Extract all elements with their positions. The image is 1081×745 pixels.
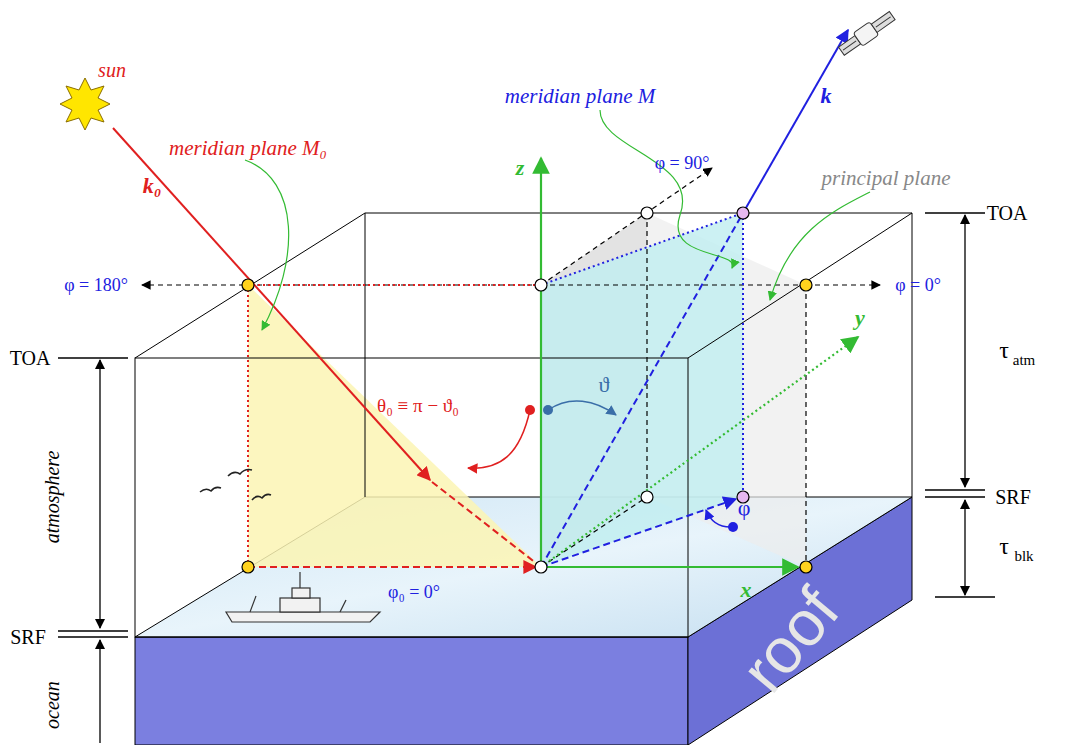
level-label: TOA: [10, 348, 51, 368]
axis-label: z: [516, 157, 525, 179]
vector-name: k₀: [143, 175, 162, 197]
plane-label: meridian plane M: [505, 86, 655, 107]
axis-label: y: [855, 307, 865, 329]
angle-label: ϑ: [599, 374, 610, 396]
depth-subscript: atm: [1013, 353, 1036, 368]
depth-symbol: τ: [999, 338, 1009, 362]
depth-symbol: τ: [999, 534, 1009, 558]
level-label: SRF: [10, 627, 46, 647]
azimuth-label: φ = 90°: [655, 154, 710, 172]
angle-label: φ: [738, 497, 751, 519]
angle-label: θ₀ ≡ π − ϑ₀: [377, 396, 459, 415]
depth-subscript: blk: [1014, 549, 1033, 564]
azimuth-label: φ = 0°: [895, 276, 941, 294]
azimuth-label: φ = 180°: [64, 276, 128, 294]
layer-label: atmosphere: [42, 451, 62, 544]
sun-label: sun: [98, 60, 126, 80]
angle-label: φ₀ = 0°: [388, 583, 440, 601]
level-label: SRF: [995, 487, 1031, 507]
layer-label: ocean: [42, 681, 62, 729]
vector-name: k: [821, 85, 832, 107]
plane-label: principal plane: [822, 168, 951, 189]
axis-label: x: [741, 579, 752, 601]
plane-label: meridian plane M₀: [169, 138, 327, 159]
level-label: TOA: [987, 203, 1028, 223]
